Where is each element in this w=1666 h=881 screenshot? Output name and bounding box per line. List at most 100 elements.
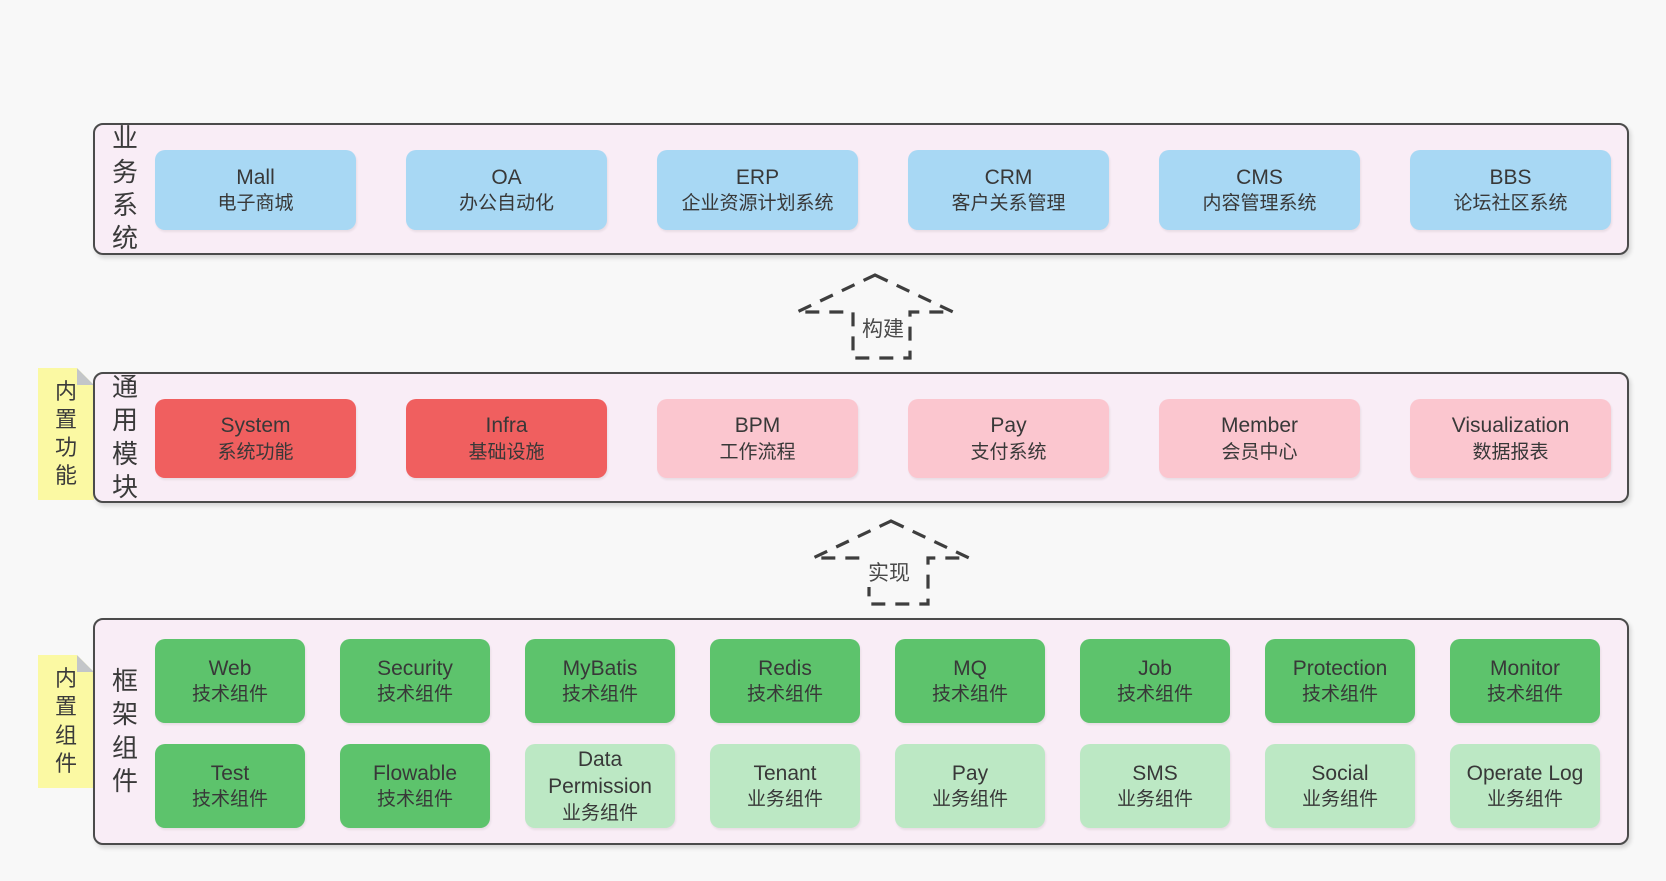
box-subtitle: 会员中心 [1221,441,1298,463]
box-subtitle: 内容管理系统 [1202,193,1317,215]
box-subtitle: 技术组件 [1301,684,1378,706]
box-title: Member [1220,414,1299,438]
box-title: Job [1138,656,1172,680]
layer-business-systems: 业务系统 Mall 电子商城 OA 办公自动化 ERP 企业资源计划系统 CRM… [93,123,1629,255]
box-title: SMS [1132,761,1178,785]
box-title: MyBatis [562,656,638,680]
layer-label-business-systems: 业务系统 [107,123,143,254]
box-oa: OA 办公自动化 [406,150,607,230]
build-arrow-icon [796,273,954,360]
box-title: Operate Log [1466,761,1584,785]
box-title: Security [377,656,453,680]
box-title: Pay [990,414,1027,438]
box-title: Redis [758,656,812,680]
folded-corner-icon [77,368,94,385]
box-subtitle: 技术组件 [746,684,823,706]
layer-label-framework-components: 框架组件 [107,620,143,843]
layer-label-common-modules: 通用模块 [107,371,143,502]
business-box-row: Mall 电子商城 OA 办公自动化 ERP 企业资源计划系统 CRM 客户关系… [155,150,1611,230]
box-title: Protection [1292,656,1388,680]
box-social: Social 业务组件 [1265,744,1415,828]
box-title: Flowable [372,761,458,785]
box-mq: MQ 技术组件 [895,639,1045,723]
box-system: System 系统功能 [155,399,356,478]
sticky-note-label: 内置组件 [54,666,77,776]
box-title: Test [210,761,250,785]
box-subtitle: 技术组件 [191,684,268,706]
box-title: CMS [1236,165,1283,189]
folded-corner-icon [77,655,94,672]
box-title: Mall [236,165,275,189]
box-web: Web 技术组件 [155,639,305,723]
box-subtitle: 技术组件 [931,684,1008,706]
sticky-note-builtin-components: 内置组件 [38,655,94,788]
layer-label-text: 业务系统 [111,123,138,254]
box-job: Job 技术组件 [1080,639,1230,723]
sticky-note-label: 内置功能 [54,378,77,489]
box-pay-component: Pay 业务组件 [895,744,1045,828]
modules-box-row: System 系统功能 Infra 基础设施 BPM 工作流程 Pay 支付系统… [155,399,1611,478]
box-cms: CMS 内容管理系统 [1159,150,1360,230]
box-title: CRM [984,165,1033,189]
box-title: Visualization [1451,414,1570,438]
box-mall: Mall 电子商城 [155,150,356,230]
box-operate-log: Operate Log 业务组件 [1450,744,1600,828]
biz-components-row: Test 技术组件 Flowable 技术组件 Data Permission … [155,744,1600,828]
box-erp: ERP 企业资源计划系统 [657,150,858,230]
box-security: Security 技术组件 [340,639,490,723]
box-subtitle: 系统功能 [217,441,294,463]
box-subtitle: 业务组件 [561,803,638,825]
box-subtitle: 企业资源计划系统 [681,193,834,215]
box-crm: CRM 客户关系管理 [908,150,1109,230]
box-title: System [220,414,291,438]
box-data-permission: Data Permission 业务组件 [525,744,675,828]
layer-common-modules: 通用模块 System 系统功能 Infra 基础设施 BPM 工作流程 Pay… [93,372,1629,503]
box-subtitle: 业务组件 [746,789,823,811]
box-title: OA [491,165,522,189]
box-subtitle: 业务组件 [1116,789,1193,811]
box-test: Test 技术组件 [155,744,305,828]
box-subtitle: 技术组件 [191,789,268,811]
sticky-note-builtin-features: 内置功能 [38,368,94,500]
box-title: MQ [953,656,987,680]
tech-components-row: Web 技术组件 Security 技术组件 MyBatis 技术组件 Redi… [155,639,1600,723]
box-subtitle: 业务组件 [1301,789,1378,811]
box-subtitle: 电子商城 [217,193,294,215]
box-subtitle: 业务组件 [931,789,1008,811]
box-subtitle: 客户关系管理 [951,193,1066,215]
layer-label-text: 通用模块 [111,371,138,502]
box-title: Tenant [753,761,817,785]
box-subtitle: 论坛社区系统 [1453,193,1568,215]
box-title: Data Permission [548,747,652,799]
box-pay-module: Pay 支付系统 [908,399,1109,478]
box-flowable: Flowable 技术组件 [340,744,490,828]
box-subtitle: 数据报表 [1472,441,1549,463]
box-bbs: BBS 论坛社区系统 [1410,150,1611,230]
box-title: Web [208,656,252,680]
box-redis: Redis 技术组件 [710,639,860,723]
box-title: BPM [734,414,781,438]
box-subtitle: 技术组件 [1486,684,1563,706]
box-visualization: Visualization 数据报表 [1410,399,1611,478]
box-title: BBS [1489,165,1532,189]
box-subtitle: 技术组件 [376,789,453,811]
box-sms: SMS 业务组件 [1080,744,1230,828]
box-subtitle: 基础设施 [468,441,545,463]
box-subtitle: 办公自动化 [458,193,554,215]
box-member: Member 会员中心 [1159,399,1360,478]
box-monitor: Monitor 技术组件 [1450,639,1600,723]
box-subtitle: 技术组件 [1116,684,1193,706]
box-title: Monitor [1489,656,1561,680]
box-mybatis: MyBatis 技术组件 [525,639,675,723]
box-subtitle: 技术组件 [376,684,453,706]
box-subtitle: 业务组件 [1486,789,1563,811]
box-bpm: BPM 工作流程 [657,399,858,478]
box-subtitle: 技术组件 [561,684,638,706]
implement-arrow-label: 实现 [864,557,914,587]
box-subtitle: 支付系统 [970,441,1047,463]
box-title: Social [1311,761,1369,785]
box-infra: Infra 基础设施 [406,399,607,478]
layer-framework-components: 框架组件 Web 技术组件 Security 技术组件 MyBatis 技术组件… [93,618,1629,845]
implement-arrow-icon [812,519,970,606]
